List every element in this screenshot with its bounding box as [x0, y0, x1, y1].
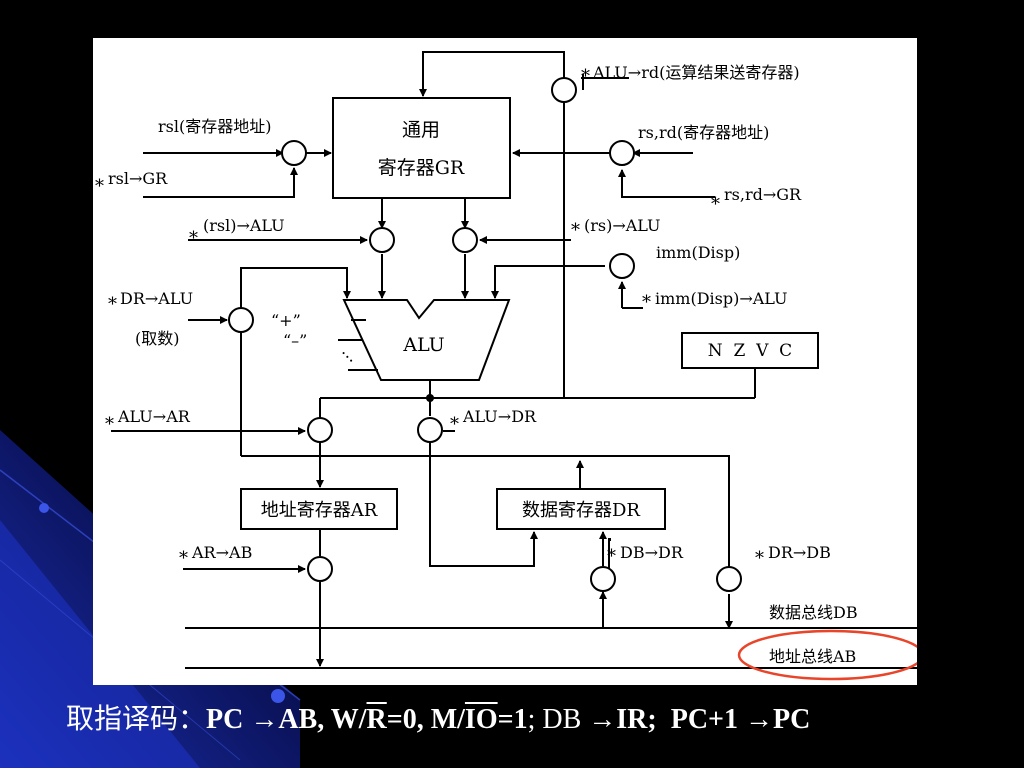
label-imm: imm(Disp)	[656, 243, 740, 262]
ar-label: 地址寄存器AR	[261, 500, 378, 521]
flags-box	[681, 332, 819, 369]
label-fetch: (取数)	[135, 329, 180, 348]
alu-output-junction	[426, 394, 434, 402]
label-minus: “–”	[283, 331, 307, 350]
gate-imm-alu	[609, 253, 635, 279]
star-imm-alu: *	[642, 292, 651, 313]
label-alu-ar: ALU→AR	[117, 407, 191, 426]
gr-label-line1: 通用	[402, 119, 440, 141]
gr-label-line2: 寄存器GR	[378, 157, 465, 179]
label-dr-db: DR→DB	[768, 543, 831, 562]
caption-eq1: =1	[497, 704, 528, 735]
star-rsrd-gr: *	[711, 194, 720, 215]
star-alu-rd: *	[581, 66, 590, 87]
flags-label: N Z V C	[708, 341, 792, 361]
star-db-dr: *	[607, 546, 616, 567]
caption-io-bar: IO	[464, 704, 498, 735]
gate-rs-alu	[452, 227, 478, 253]
gate-rsl-gr	[281, 140, 307, 166]
dr-label: 数据寄存器DR	[522, 500, 640, 521]
star-ar-ab: *	[179, 548, 188, 569]
label-plus: “+”	[271, 311, 301, 330]
label-data-bus: 数据总线DB	[769, 603, 858, 622]
gates	[228, 77, 742, 592]
gate-dr-alu	[228, 307, 254, 333]
label-rsl-gr: rsl→GR	[108, 169, 168, 188]
star-alu-dr: *	[450, 414, 459, 435]
slide-caption: 取指译码：PC →AB, W/R=0, M/IO=1; DB →IR; PC+1…	[66, 700, 1016, 740]
address-bus-highlight	[737, 629, 917, 681]
gate-dr-db	[716, 566, 742, 592]
label-alu-rd: ALU→rd(运算结果送寄存器)	[592, 63, 800, 82]
star-rsl-alu: *	[189, 228, 198, 249]
caption-ir: IR;	[616, 704, 657, 735]
label-rsl: rsl(寄存器地址)	[158, 117, 271, 136]
label-rsrd: rs,rd(寄存器地址)	[638, 123, 769, 142]
signal-labels: * ALU→rd(运算结果送寄存器) rsl(寄存器地址) * rsl→GR r…	[95, 63, 858, 666]
caption-lead: 取指译码：	[66, 704, 207, 735]
gate-rsl-alu	[369, 227, 395, 253]
caption-pc-inc: PC+1 →PC	[670, 704, 811, 735]
label-rs-alu: (rs)→ALU	[584, 216, 661, 235]
caption-r-bar: R	[366, 704, 387, 735]
gate-alu-ar	[307, 417, 333, 443]
label-db-dr: DB→DR	[620, 543, 684, 562]
label-ar-ab: AR→AB	[191, 543, 252, 562]
gate-alu-dr	[417, 417, 443, 443]
label-imm-alu: imm(Disp)→ALU	[655, 289, 788, 308]
caption-pc-ab: PC →AB, W/	[206, 704, 367, 735]
star-rsl-gr: *	[95, 176, 104, 197]
gate-rsrd-gr	[609, 140, 635, 166]
address-register-box	[240, 488, 398, 530]
data-register-box	[496, 488, 666, 530]
gate-alu-rd	[551, 77, 577, 103]
alu-label: ALU	[402, 334, 444, 356]
star-dr-db: *	[755, 548, 764, 569]
caption-semi: ;	[527, 704, 543, 735]
general-register-box	[332, 97, 511, 199]
gate-ar-ab	[307, 556, 333, 582]
label-dots: …	[338, 341, 363, 366]
gate-db-dr	[590, 566, 616, 592]
star-dr-alu: *	[108, 294, 117, 315]
star-rs-alu: *	[571, 220, 580, 241]
star-alu-ar: *	[105, 414, 114, 435]
label-rsl-alu: (rsl)→ALU	[203, 216, 285, 235]
caption-eq0: =0, M/	[386, 704, 465, 735]
label-rsrd-gr: rs,rd→GR	[724, 185, 802, 204]
alu-unit	[342, 299, 511, 381]
wires	[111, 51, 917, 669]
label-alu-dr: ALU→DR	[462, 407, 537, 426]
cpu-datapath-diagram: 通用 寄存器GR ALU 地址寄存器AR 数据寄存器DR N Z V C	[95, 51, 917, 681]
label-dr-alu: DR→ALU	[120, 289, 193, 308]
label-address-bus: 地址总线AB	[769, 647, 856, 666]
diagram-panel: 通用 寄存器GR ALU 地址寄存器AR 数据寄存器DR N Z V C	[93, 38, 917, 685]
caption-db-ir: DB →	[542, 704, 617, 735]
